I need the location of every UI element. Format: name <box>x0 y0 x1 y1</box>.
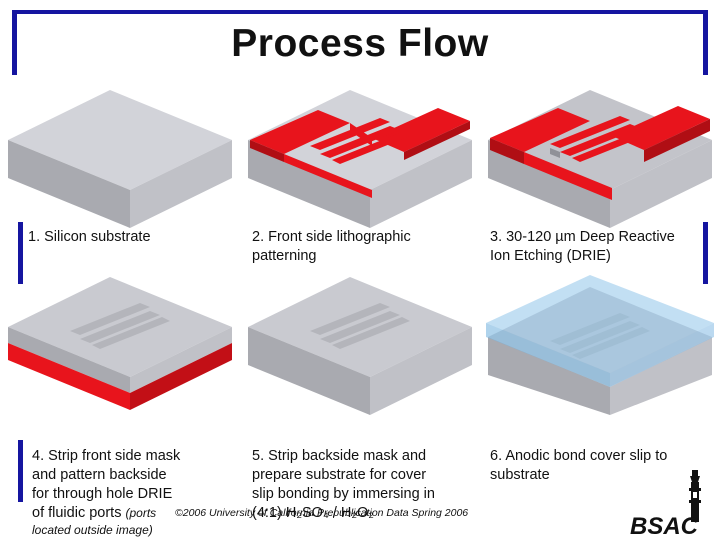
step1-diagram <box>0 88 240 303</box>
step1-caption: 1. Silicon substrate <box>28 228 151 247</box>
frame-bar-left-low <box>18 440 23 502</box>
page-title: Process Flow <box>231 22 489 65</box>
caption-line: patterning <box>252 248 317 264</box>
step4-diagram <box>0 275 240 490</box>
step6-diagram <box>480 275 720 490</box>
caption-line: and pattern backside <box>32 467 167 483</box>
step4-caption: 4. Strip front side mask and pattern bac… <box>32 447 180 537</box>
caption-line: 1. Silicon substrate <box>28 229 151 245</box>
caption-line: 5. Strip backside mask and <box>252 448 427 464</box>
step5-caption: 5. Strip backside mask and prepare subst… <box>252 447 435 523</box>
caption-line: 3. 30-120 µm Deep Reactive <box>490 229 675 245</box>
step6-caption: 6. Anodic bond cover slip to substrate <box>490 447 667 485</box>
step5-diagram <box>240 275 480 490</box>
caption-line: substrate <box>490 467 550 483</box>
frame-bar-top-right <box>703 10 708 75</box>
caption-line: 6. Anodic bond cover slip to <box>490 448 668 464</box>
copyright-footer: ©2006 University of California Prepublic… <box>175 507 469 519</box>
caption-line: for through hole DRIE <box>32 486 173 502</box>
caption-line: prepare substrate for cover <box>252 467 427 483</box>
logo-wordmark: BSAC <box>630 513 699 538</box>
bsac-logo: BSAC <box>628 466 716 540</box>
frame-bar-top <box>12 10 708 14</box>
caption-note-line2: located outside image) <box>32 523 153 537</box>
caption-line-text: of fluidic ports <box>32 505 122 521</box>
frame-bar-right-mid <box>703 222 708 284</box>
step3-caption: 3. 30-120 µm Deep Reactive Ion Etching (… <box>490 228 675 266</box>
step2-diagram <box>240 88 480 303</box>
caption-line: 4. Strip front side mask <box>32 448 181 464</box>
caption-note: (ports <box>125 506 157 520</box>
caption-line: (4:1) H₂SO₄ / H₂O₂ <box>252 505 374 521</box>
caption-line: of fluidic ports (ports <box>32 504 180 523</box>
frame-bar-top-left <box>12 10 17 75</box>
step3-diagram <box>480 88 720 303</box>
caption-line: Ion Etching (DRIE) <box>490 248 611 264</box>
step2-caption: 2. Front side lithographic patterning <box>252 228 411 266</box>
frame-bar-left-mid <box>18 222 23 284</box>
caption-line: slip bonding by immersing in <box>252 486 435 502</box>
caption-line: 2. Front side lithographic <box>252 229 411 245</box>
